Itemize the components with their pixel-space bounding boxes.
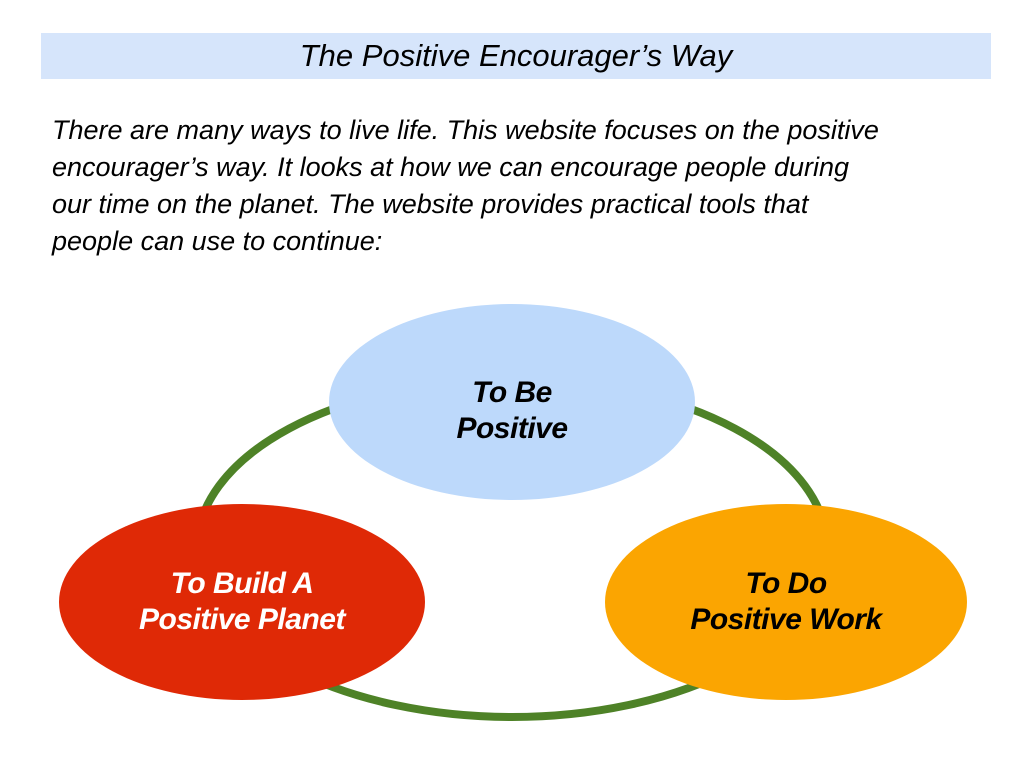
- node-ellipse-to-build-a-positive-planet: [59, 504, 425, 700]
- node-ellipse-to-do-positive-work: [605, 504, 967, 700]
- title-banner: The Positive Encourager’s Way: [41, 33, 991, 79]
- node-ellipse-to-be-positive: [329, 304, 695, 500]
- intro-line: There are many ways to live life. This w…: [52, 115, 879, 145]
- intro-line: people can use to continue:: [52, 226, 383, 256]
- page-title: The Positive Encourager’s Way: [299, 38, 733, 73]
- intro-line: encourager’s way. It looks at how we can…: [52, 152, 850, 182]
- intro-line: our time on the planet. The website prov…: [52, 189, 809, 219]
- intro-paragraph: There are many ways to live life. This w…: [52, 112, 1012, 260]
